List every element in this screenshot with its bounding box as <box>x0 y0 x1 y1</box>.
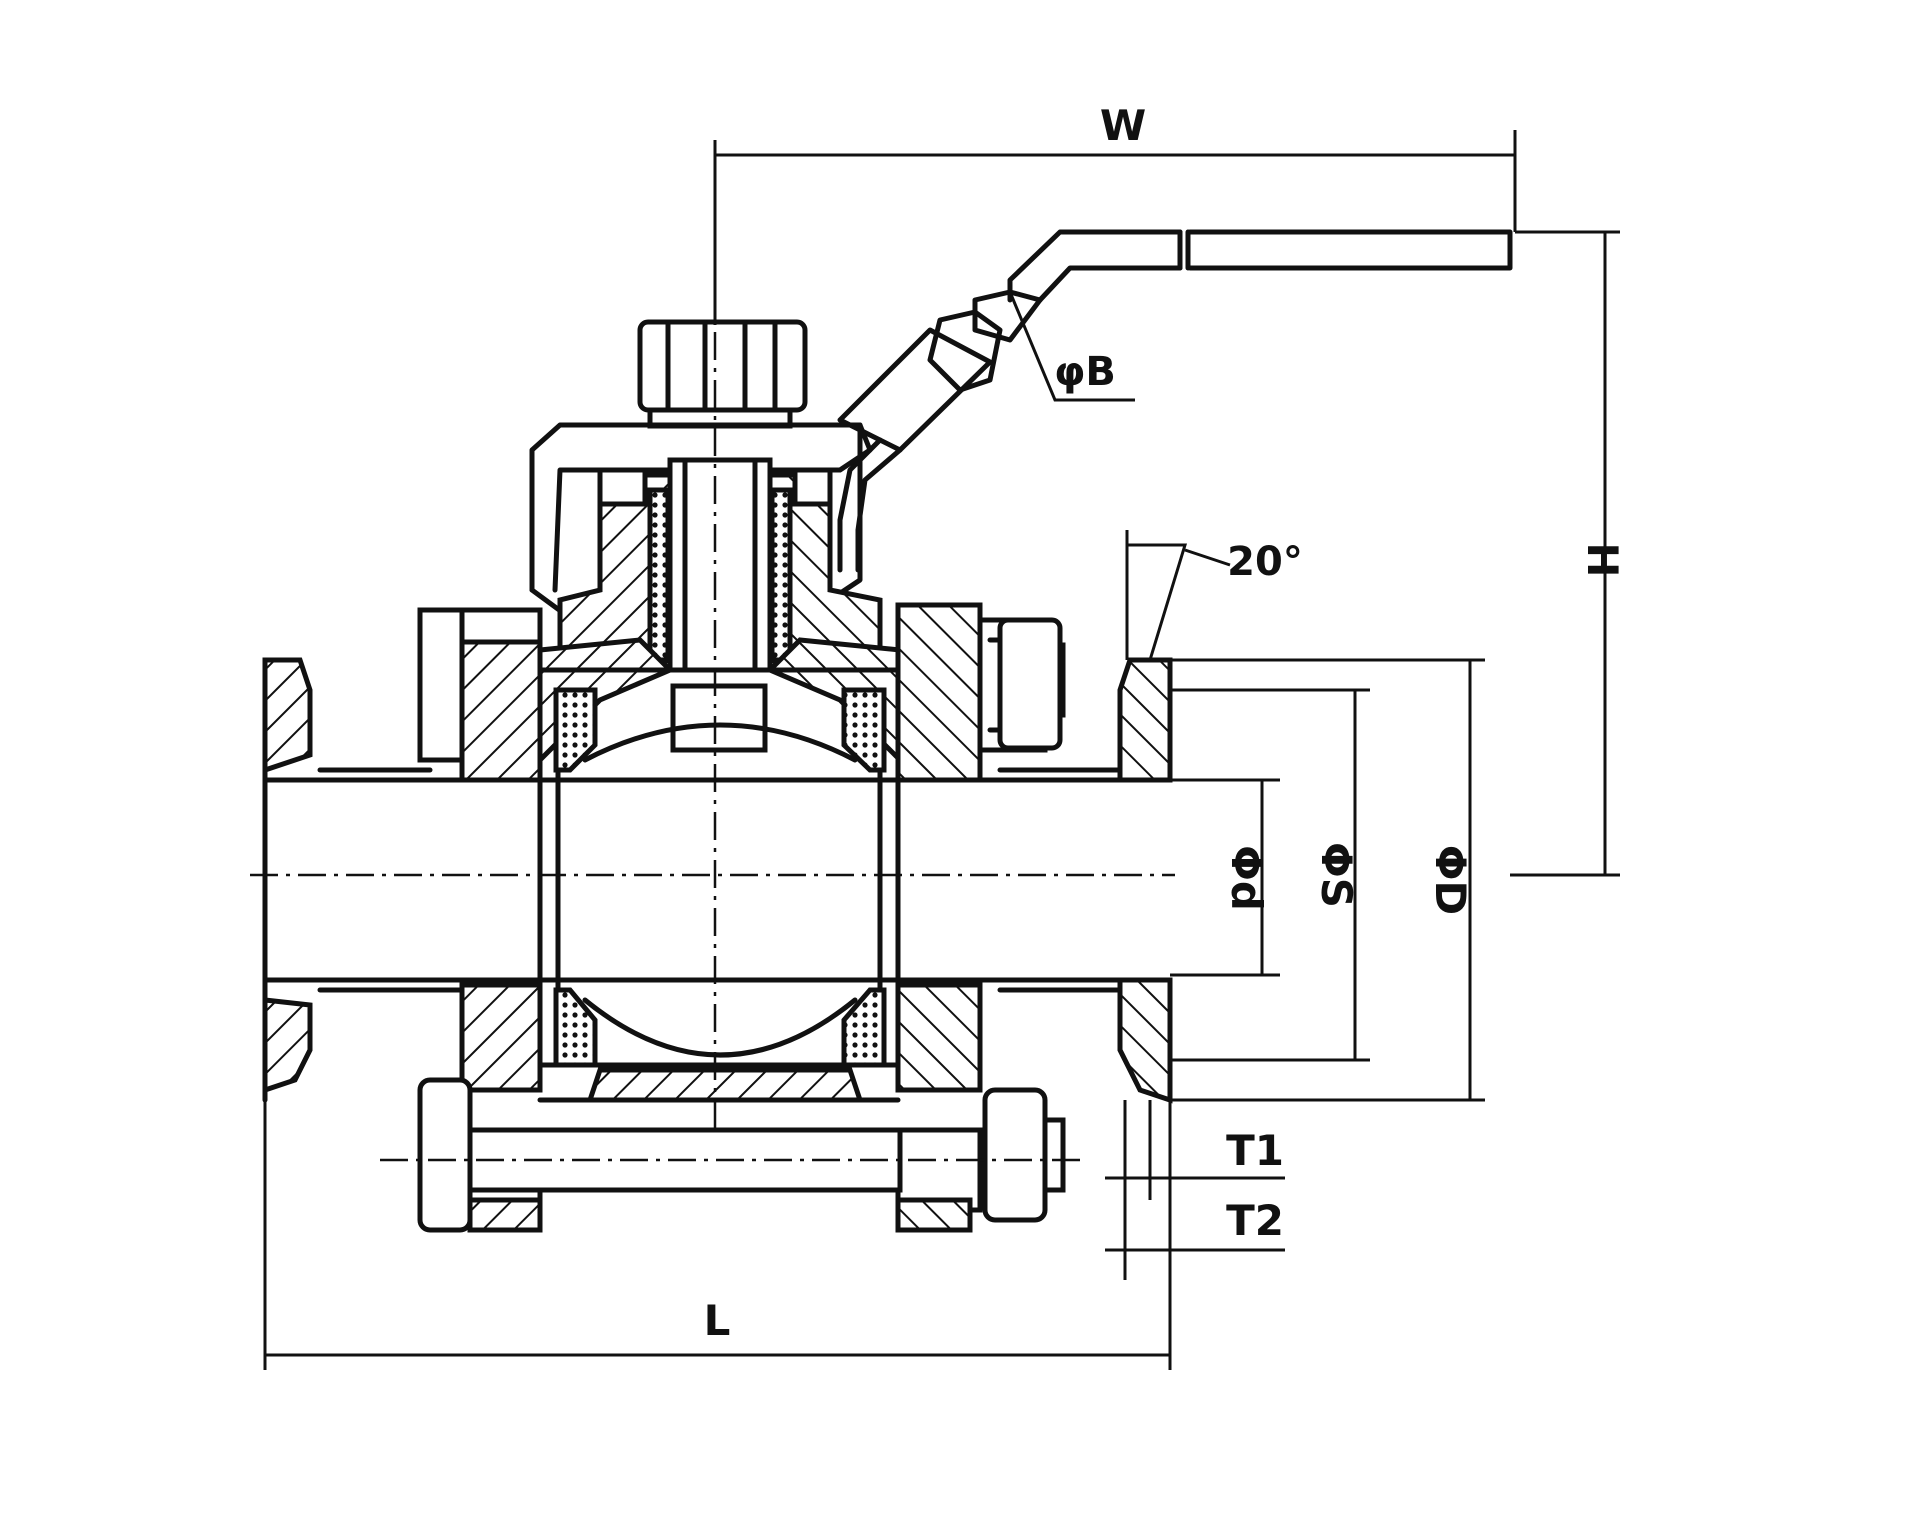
dimension-phi-D: ΦD <box>1170 658 1485 1102</box>
left-end-cap <box>417 607 543 1093</box>
label-t2: T2 <box>1226 1196 1284 1245</box>
dimension-angle: 20° <box>1125 530 1303 661</box>
dimension-t1-t2: T1 T2 <box>1105 1100 1285 1280</box>
label-phi-d-small: Φd <box>1222 845 1271 911</box>
dimension-phi-b: φB <box>1008 291 1135 402</box>
label-l: L <box>704 1296 731 1345</box>
label-h: H <box>1578 542 1627 577</box>
label-angle: 20° <box>1227 539 1303 585</box>
stem <box>667 457 773 753</box>
dimension-l: L <box>263 1100 1172 1370</box>
dimension-w: W <box>713 101 1517 325</box>
handle-lever <box>837 229 1513 573</box>
dimension-h: H <box>1510 230 1627 877</box>
label-phi-D-large: ΦD <box>1426 845 1475 916</box>
body-bolts <box>417 617 1066 1233</box>
gland-packing <box>557 467 883 694</box>
ball-and-bore <box>537 722 901 1058</box>
label-t1: T1 <box>1226 1126 1284 1175</box>
right-ferrule <box>895 657 1173 1104</box>
stem-nut <box>637 319 808 429</box>
ball-seats <box>553 687 887 1068</box>
dimension-phi-s: ΦS <box>1170 688 1370 1062</box>
label-phi-s: ΦS <box>1312 842 1361 908</box>
left-ferrule <box>262 657 543 1103</box>
label-phi-b: φB <box>1054 349 1116 395</box>
dimension-phi-d: Φd <box>1170 778 1280 977</box>
label-w: W <box>1100 101 1146 150</box>
